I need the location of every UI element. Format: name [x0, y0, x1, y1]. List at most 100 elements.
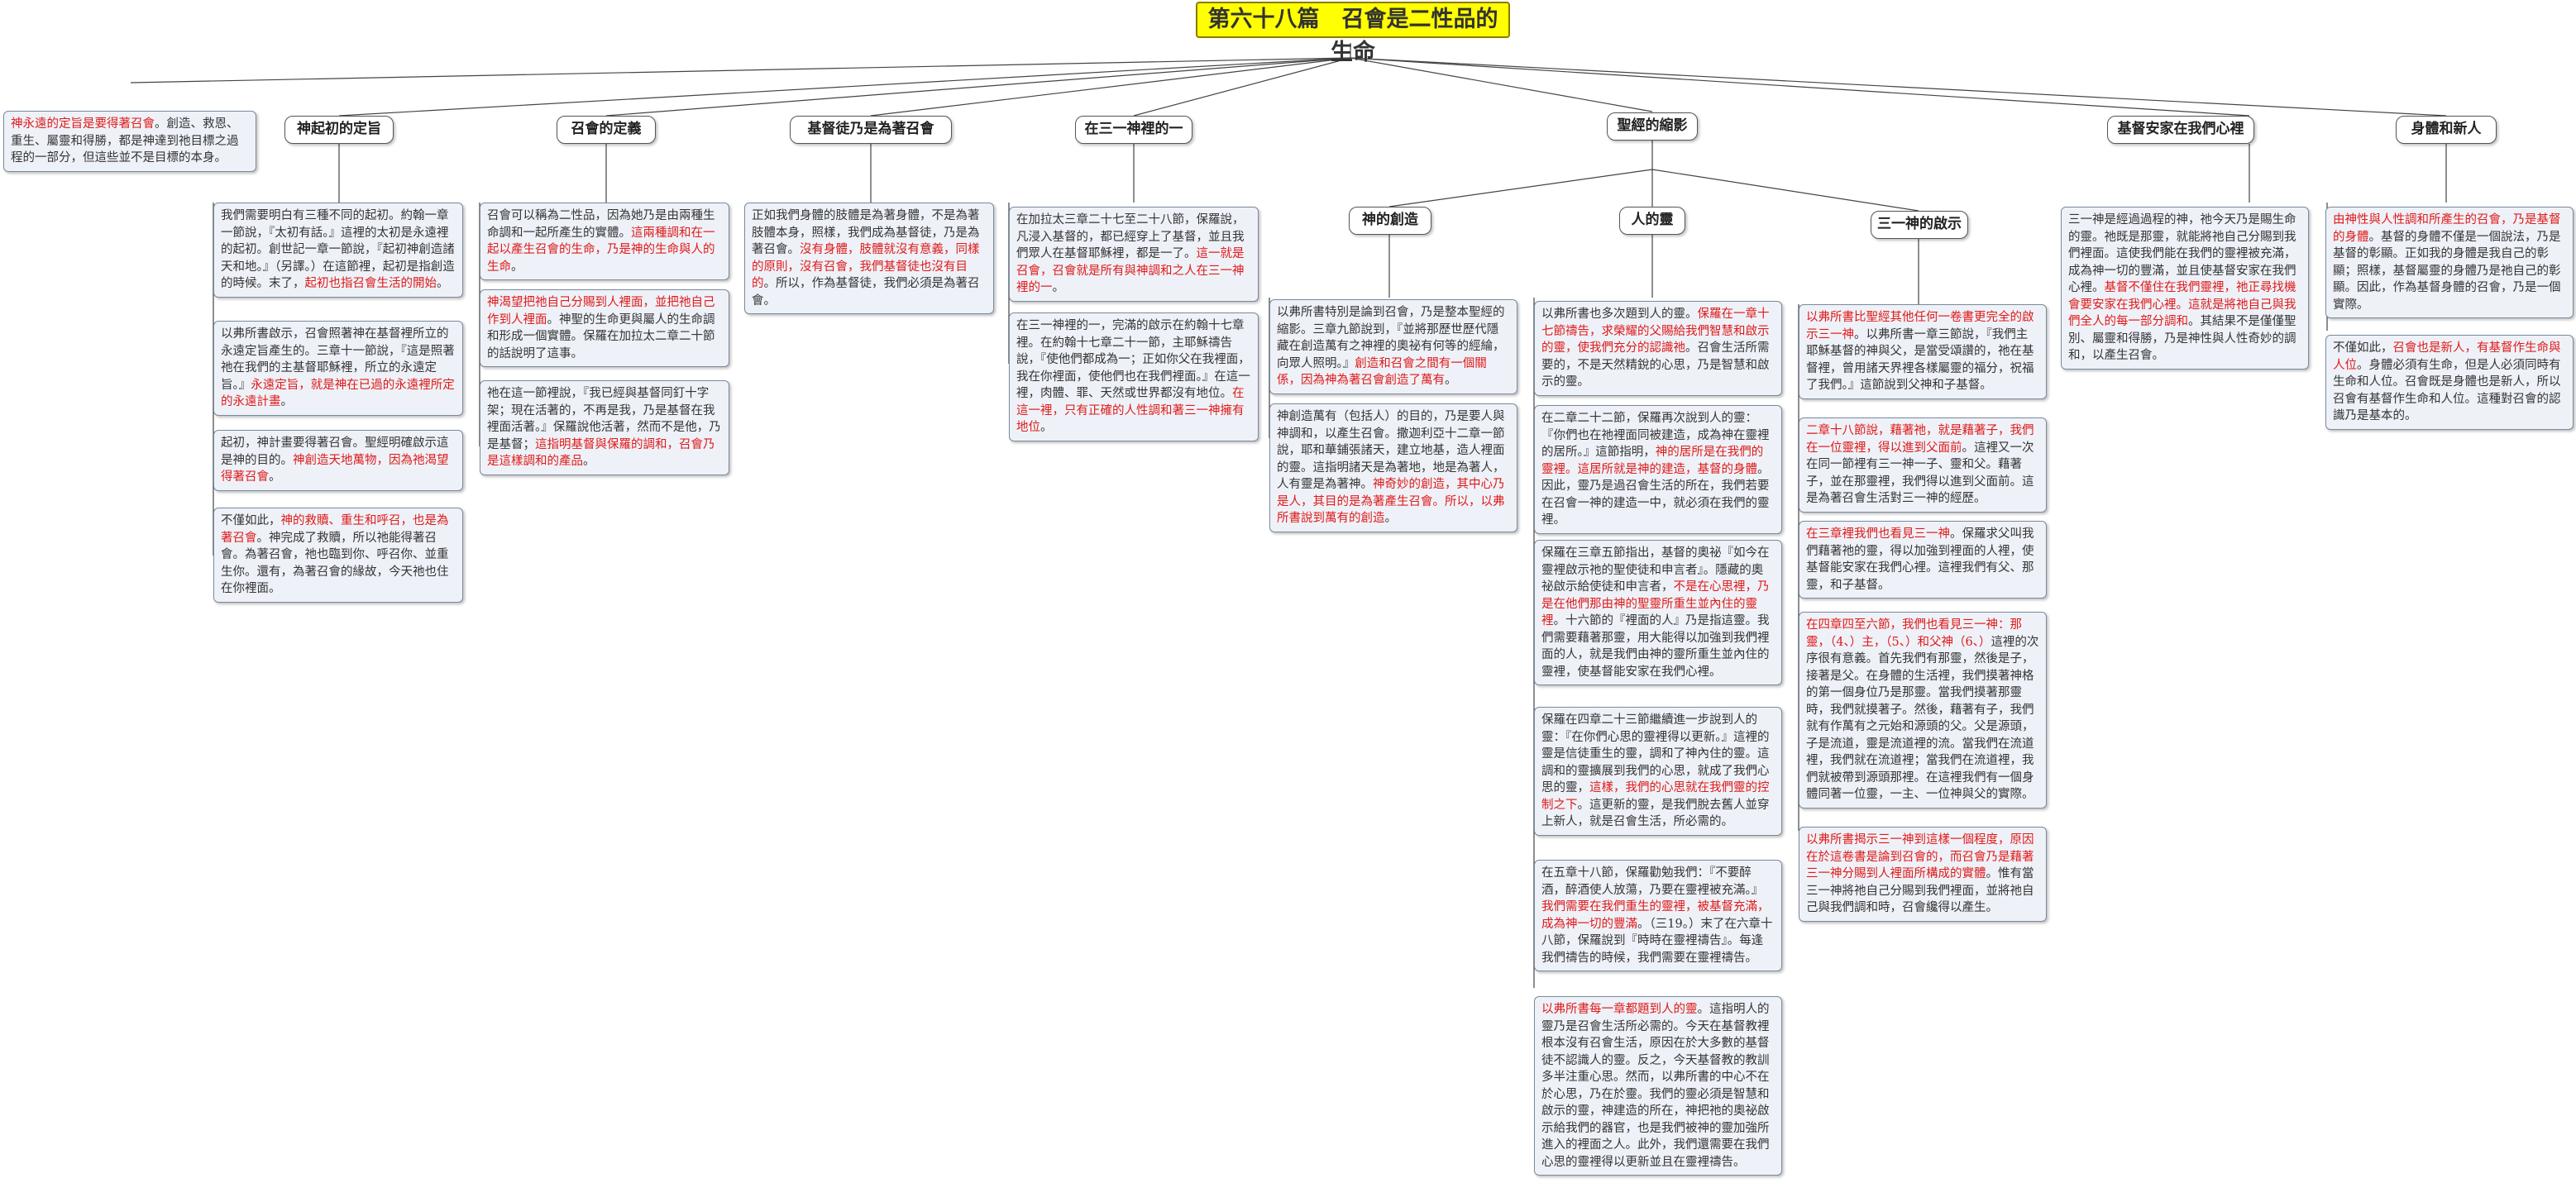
- body-text: 。十六節的『裡面的人』乃是指這靈。我們需要藉著那靈，用大能得以加強到我們裡面的人…: [1541, 614, 1770, 679]
- card-dispensing: 神渴望把祂自己分賜到人裡面，並把祂自己作到人裡面。神聖的生命更與屬人的生命調和形…: [480, 289, 729, 367]
- body-text: 。惟有當三一神將祂自己分賜到我們裡面，並將祂自己與我們調和時，召會纔得以產生。: [1806, 867, 2034, 914]
- link: [870, 57, 1351, 117]
- card-two-lives: 召會可以稱為二性品，因為她乃是由兩種生命調和一起所產生的實體。這兩種調和在一起以…: [480, 203, 729, 280]
- card-john-17: 在三一神裡的一，完滿的啟示在約翰十七章裡。在約翰十七章二十一節，主耶穌禱告說，『…: [1009, 312, 1259, 441]
- card-intro: 神永遠的定旨是要得著召會。創造、救恩、重生、屬靈和得勝，都是神達到祂目標之過程的…: [3, 111, 256, 172]
- body-text: 。: [280, 395, 294, 408]
- topic-oneness-in-trinity[interactable]: 在三一神裡的一: [1075, 116, 1192, 144]
- body-text: 。以弗所書一章三節說，『我們主耶穌基督的神與父，是當受頌讚的，祂在基督裡，曾用諸…: [1806, 327, 2034, 393]
- body-text: 三一神是經過過程的神，祂今天乃是賜生命的靈。祂既是那靈，就能將祂自己分賜到我們裡…: [2068, 213, 2296, 294]
- card-life-giving-spirit: 三一神是經過過程的神，祂今天乃是賜生命的靈。祂既是那靈，就能將祂自己分賜到我們裡…: [2061, 207, 2309, 370]
- link: [1133, 57, 1351, 117]
- body-text: 這裡的次序很有意義。首先我們有那靈，然後是子，接著是父。在身體的生活裡，我們摸著…: [1806, 635, 2039, 802]
- body-text: 正如我們身體的肢體是為著身體，不是為著肢體本身，照樣，我們成為基督徒，乃是為著召…: [752, 209, 980, 256]
- highlight-text: 這兩種調和在一起以產生召會的生命，乃是神的生命與人的生命: [487, 226, 715, 274]
- body-text: 保羅在四章二十三節繼續進一步說到人的靈：『在你們心思的靈裡得以更新。』這裡的靈是…: [1541, 713, 1770, 794]
- card-trinity-dispensing: 以弗所書揭示三一神到這樣一個程度，原因在於這卷書是論到召會的，而召會乃是藉著三一…: [1799, 827, 2047, 922]
- highlight-text: 基督不僅住在我們靈裡，祂正尋找機會要安家在我們心裡。這就是將祂自己與我們全人的每…: [2068, 281, 2296, 328]
- card-access-to-father: 二章十八節說，藉著祂，就是藉著子，我們在一位靈裡，得以進到父面前。這裡又一次在同…: [1799, 417, 2047, 513]
- body-text: 祂在這一節裡說，『我已經與基督同釘十字架；現在活著的，不再是我，乃是基督在我裡面…: [487, 387, 721, 451]
- card-new-man: 不僅如此，召會也是新人，有基督作生命與人位。身體必須有生命，但是人必須同時有生命…: [2325, 335, 2574, 430]
- body-text: 。: [511, 260, 523, 274]
- card-mystery-revealed: 保羅在三章五節指出，基督的奧祕『如今在靈裡啟示祂的聖使徒和申言者』。隱藏的奧祕啟…: [1534, 540, 1782, 685]
- link: [1651, 169, 1919, 212]
- link: [1350, 57, 2250, 117]
- link: [1388, 169, 1653, 208]
- highlight-text: 神的救贖、重生和呼召，也是為著召會: [221, 514, 449, 545]
- card-beginnings: 我們需要明白有三種不同的起初。約翰一章一節說，『太初有話。』這裡的太初是永遠裡的…: [213, 203, 463, 298]
- root-title[interactable]: 第六十八篇 召會是二性品的生命: [1196, 2, 1510, 65]
- highlight-text: 神渴望把祂自己分賜到人裡面，並把祂自己作到人裡面: [487, 296, 715, 327]
- highlight-text: 保羅在一章十七節禱告，求榮耀的父賜給我們智慧和啟示的靈，使我們充分的認識祂: [1541, 308, 1770, 355]
- highlight-text: 永遠定旨，就是神在已過的永遠裡所定的永遠計畫: [221, 378, 455, 409]
- card-chapter-three: 在三章裡我們也看見三一神。保羅求父叫我們藉著祂的靈，得以加強到裡面的人裡，使基督…: [1799, 521, 2047, 599]
- link: [1350, 57, 2447, 117]
- body-text: 。神完成了救贖，所以祂能得著召會。為著召會，祂也臨到你、呼召你、並重生你。還有，…: [221, 531, 449, 596]
- card-spirit-of-wisdom: 以弗所書也多次題到人的靈。保羅在一章十七節禱告，求榮耀的父賜給我們智慧和啟示的靈…: [1534, 301, 1782, 396]
- card-gods-desire: 起初，神計畫要得著召會。聖經明確啟示這是神的目的。神創造天地萬物，因為祂渴望得著…: [213, 430, 463, 491]
- body-text: 。基督的身體不僅是一個說法，乃是基督的彰顯。正如我的身體是我自己的彰顯；照樣，基…: [2333, 230, 2561, 312]
- body-text: 起初，神計畫要得著召會。聖經明確啟示這是神的目的。: [221, 436, 449, 467]
- highlight-text: 在四章四至六節，我們也看見三一神：那靈，（4、）主，（5、）和父神（6、）: [1806, 618, 2022, 649]
- body-text: 。神聖的生命更與屬人的生命調和形成一個實體。保羅在加拉太二章二十節的話說明了這事…: [487, 312, 715, 360]
- topic-original-purpose[interactable]: 神起初的定旨: [284, 116, 394, 144]
- link: [338, 57, 1351, 117]
- body-text: 以弗所書特別是論到召會，乃是整本聖經的縮影。三章九節說到，『並將那歷世歷代隱藏在…: [1277, 306, 1505, 370]
- topic-bible-epitome[interactable]: 聖經的縮影: [1607, 112, 1698, 141]
- highlight-text: 以弗所書揭示三一神到這樣一個程度，原因在於這卷書是論到召會的，而召會乃是藉著三一…: [1806, 833, 2034, 880]
- card-habitation: 在二章二十二節，保羅再次說到人的靈：『你們也在祂裡面同被建造，成為神在靈裡的居所…: [1534, 405, 1782, 534]
- highlight-text: 不是在心思裡，乃是在他們那由神的聖靈所重生並內住的靈裡: [1541, 580, 1770, 627]
- body-text: 。這指明人的靈乃是召會生活所必需的。今天在基督教裡根本沒有召會生活，原因在於大多…: [1541, 1003, 1770, 1169]
- body-text: 。: [269, 470, 281, 484]
- highlight-text: 創造和召會之間有一個關係，因為神為著召會創造了萬有: [1277, 356, 1487, 388]
- card-eternal-purpose: 以弗所書啟示，召會照著神在基督裡所立的永遠定旨產生的。三章十一節說，『這是照著祂…: [213, 321, 463, 416]
- body-text: 。創造、救恩、重生、屬靈和得勝，都是神達到祂目標之過程的一部分，但這些並不是目標…: [11, 117, 239, 165]
- body-text: 。保羅求父叫我們藉著祂的靈，得以加強到裡面的人裡，使基督能安家在我們心裡。這裡我…: [1806, 527, 2034, 592]
- body-text: 。: [1384, 512, 1398, 525]
- body-text: 。: [437, 277, 449, 290]
- body-text: 。這裡又一次在同一節裡有三一神一子、靈和父。藉著子，並在那靈裡，我們得以進到父面…: [1806, 441, 2034, 506]
- body-text: 。所以，作為基督徒，我們必須是為著召會。: [752, 277, 980, 308]
- card-galatians: 祂在這一節裡說，『我已經與基督同釘十字架；現在活著的，不再是我，乃是基督在我裡面…: [480, 380, 729, 475]
- card-spirit-of-mind: 保羅在四章二十三節繼續進一步說到人的靈：『在你們心思的靈裡得以更新。』這裡的靈是…: [1534, 707, 1782, 836]
- card-filled-in-spirit: 在五章十八節，保羅勸勉我們：『不要醉酒，醉酒使人放蕩，乃要在靈裡被充滿。』我們需…: [1534, 860, 1782, 971]
- body-text: 保羅在三章五節指出，基督的奧祕『如今在靈裡啟示祂的聖使徒和申言者』。隱藏的奧祕啟…: [1541, 546, 1770, 594]
- subtopic-gods-creation[interactable]: 神的創造: [1349, 207, 1431, 235]
- body-text: 。: [1052, 281, 1065, 294]
- highlight-text: 二章十八節說，藉著祂，就是藉著子，我們在一位靈裡，得以進到父面前: [1806, 424, 2034, 455]
- topic-church-definition[interactable]: 召會的定義: [557, 116, 656, 144]
- body-text: 以弗所書啟示，召會照著神在基督裡所立的永遠定旨產生的。三章十一節說，『這是照著祂…: [221, 327, 455, 392]
- highlight-text: 起初也指召會生活的開始: [304, 277, 437, 290]
- body-text: 在加拉太三章二十七至二十八節，保羅說，凡浸入基督的，都已經穿上了基督，並且我們眾…: [1016, 213, 1245, 260]
- body-text: 。這更新的靈，是我們脫去舊人並穿上新人，就是召會生活，所必需的。: [1541, 798, 1770, 829]
- body-text: 在二章二十二節，保羅再次說到人的靈：『你們也在祂裡面同被建造，成為神在靈裡的居所…: [1541, 412, 1770, 459]
- body-text: 。: [583, 455, 595, 468]
- topic-christians-for-church[interactable]: 基督徒乃是為著召會: [790, 116, 952, 144]
- highlight-text: 以弗所書比聖經其他任何一卷書更完全的啟示三一神: [1806, 311, 2034, 341]
- highlight-text: 神創造天地萬物，因為祂渴望得著召會: [221, 453, 449, 484]
- highlight-text: 在這一裡，只有正確的人性調和著三一神擁有地位: [1016, 387, 1245, 434]
- highlight-text: 神永遠的定旨是要得著召會: [11, 117, 155, 131]
- body-text: 我們需要明白有三種不同的起初。約翰一章一節說，『太初有話。』這裡的太初是永遠裡的…: [221, 209, 455, 290]
- body-text: 。: [1445, 374, 1457, 387]
- link: [605, 57, 1351, 117]
- topic-christ-home-in-heart[interactable]: 基督安家在我們心裡: [2107, 116, 2254, 144]
- card-members-of-body: 正如我們身體的肢體是為著身體，不是為著肢體本身，照樣，我們成為基督徒，乃是為著召…: [744, 203, 994, 314]
- highlight-text: 神的居所是在我們的靈裡。這居所就是神的建造，基督的身體: [1541, 446, 1764, 476]
- body-text: 。召會生活所需要的，不是天然精銳的心思，乃是智慧和啟示的靈。: [1541, 341, 1770, 389]
- highlight-text: 神奇妙的創造，其中心乃是人，其目的是為著產生召會。所以，以弗所書說到萬有的創造: [1277, 478, 1505, 525]
- highlight-text: 在三章裡我們也看見三一神: [1806, 527, 1950, 541]
- body-text: 。身體必須有生命，但是人必須同時有生命和人位。召會既是身體也是新人，所以召會有基…: [2333, 358, 2561, 423]
- topic-body-and-new-man[interactable]: 身體和新人: [2396, 116, 2497, 144]
- highlight-text: 我們需要在我們重生的靈裡，被基督充滿，成為神一切的豐滿: [1541, 900, 1770, 931]
- body-text: 在三一神裡的一，完滿的啟示在約翰十七章裡。在約翰十七章二十一節，主耶穌禱告說，『…: [1016, 319, 1250, 400]
- subtopic-human-spirit[interactable]: 人的靈: [1619, 207, 1685, 235]
- body-text: 。其結果不是僅僅聖別、屬靈和得勝，乃是神性與人性奇妙的調和，以產生召會。: [2068, 315, 2296, 362]
- body-text: 以弗所書也多次題到人的靈。: [1541, 308, 1698, 321]
- body-text: 神創造萬有（包括人）的目的，乃是要人與神調和，以產生召會。撒迦利亞十二章一節說，…: [1277, 410, 1505, 491]
- body-text: 。: [1040, 421, 1053, 434]
- subtopic-trinity-revelation[interactable]: 三一神的啟示: [1871, 211, 1968, 239]
- card-put-on-christ: 在加拉太三章二十七至二十八節，保羅說，凡浸入基督的，都已經穿上了基督，並且我們眾…: [1009, 207, 1259, 302]
- highlight-text: 這指明基督與保羅的調和，召會乃是這樣調和的產品: [487, 437, 715, 469]
- highlight-text: 召會也是新人，有基督作生命與人位: [2333, 341, 2561, 372]
